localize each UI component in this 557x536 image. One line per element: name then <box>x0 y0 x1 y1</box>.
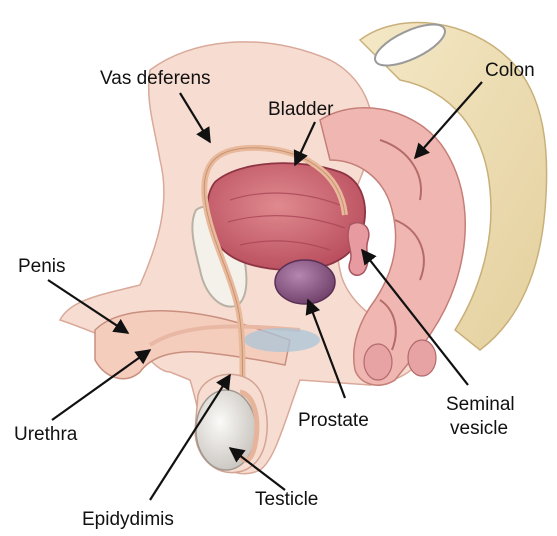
label-epididymis: Epidydimis <box>82 509 174 530</box>
label-vas-deferens: Vas deferens <box>100 68 211 89</box>
seminal-vesicle-shape <box>348 223 369 276</box>
label-seminal-vesicle-line1: Seminal <box>446 394 515 415</box>
label-urethra: Urethra <box>14 424 78 445</box>
bladder-shape <box>207 163 365 270</box>
label-colon: Colon <box>485 60 535 81</box>
label-bladder: Bladder <box>268 99 334 120</box>
label-seminal-vesicle-line2: vesicle <box>450 418 508 439</box>
perineal-muscle <box>244 328 320 352</box>
label-testicle: Testicle <box>255 489 318 510</box>
label-penis: Penis <box>18 256 66 277</box>
prostate-shape <box>275 260 335 304</box>
label-prostate: Prostate <box>298 410 369 431</box>
sphincter-2 <box>408 340 436 376</box>
sphincter <box>364 344 392 380</box>
